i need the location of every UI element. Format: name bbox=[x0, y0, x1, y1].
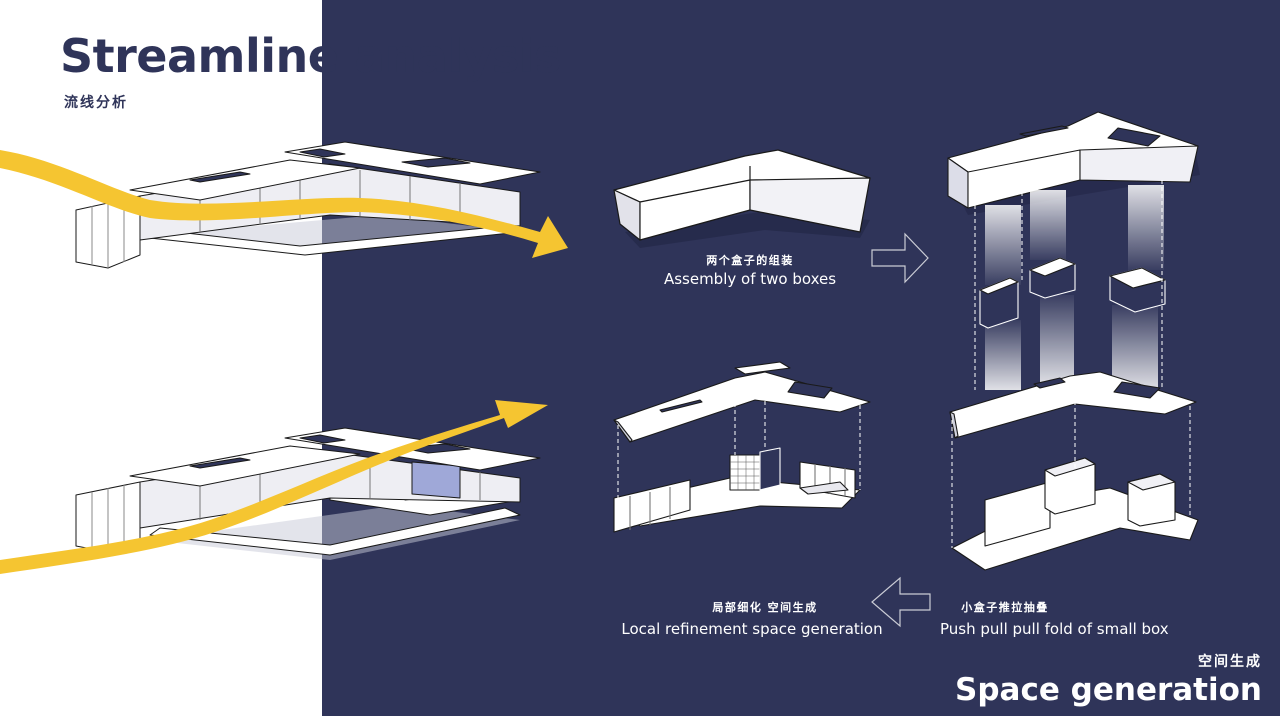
arrow-right-outline-icon bbox=[871, 232, 929, 284]
arrow-left-outline-icon bbox=[871, 576, 931, 628]
assembly-caption-en: Assembly of two boxes bbox=[663, 270, 837, 288]
pushpull-caption-en: Push pull pull fold of small box bbox=[940, 620, 1169, 638]
yellow-flow-arrow-bottom bbox=[0, 400, 548, 574]
assembly-caption-cn: 两个盒子的组装 bbox=[706, 254, 794, 267]
building-bottom-base bbox=[149, 507, 521, 556]
assembly-boxes bbox=[613, 149, 871, 248]
footer-caption-cn: 空间生成 bbox=[1198, 654, 1262, 670]
pushpull-caption-cn: 小盒子推拉抽叠 bbox=[961, 601, 1049, 614]
refinement-caption-cn: 局部细化 空间生成 bbox=[712, 601, 818, 614]
building-bottom bbox=[75, 427, 541, 560]
refinement-caption-en: Local refinement space generation bbox=[621, 620, 883, 638]
page-subtitle: 流线分析 bbox=[64, 95, 128, 111]
page-title: Streamline analysis bbox=[60, 29, 562, 83]
box-short-front bbox=[749, 177, 871, 233]
refinement-diagram bbox=[613, 361, 871, 533]
footer-caption-en: Space generation bbox=[955, 672, 1262, 708]
refinement-roof bbox=[613, 371, 871, 443]
push-pull-diagram bbox=[947, 111, 1200, 571]
building-bottom-roof-left bbox=[129, 445, 361, 487]
refinement-screen bbox=[729, 454, 761, 491]
yellow-flow-arrow-top bbox=[0, 150, 568, 258]
building-top-roof-left bbox=[129, 159, 361, 201]
